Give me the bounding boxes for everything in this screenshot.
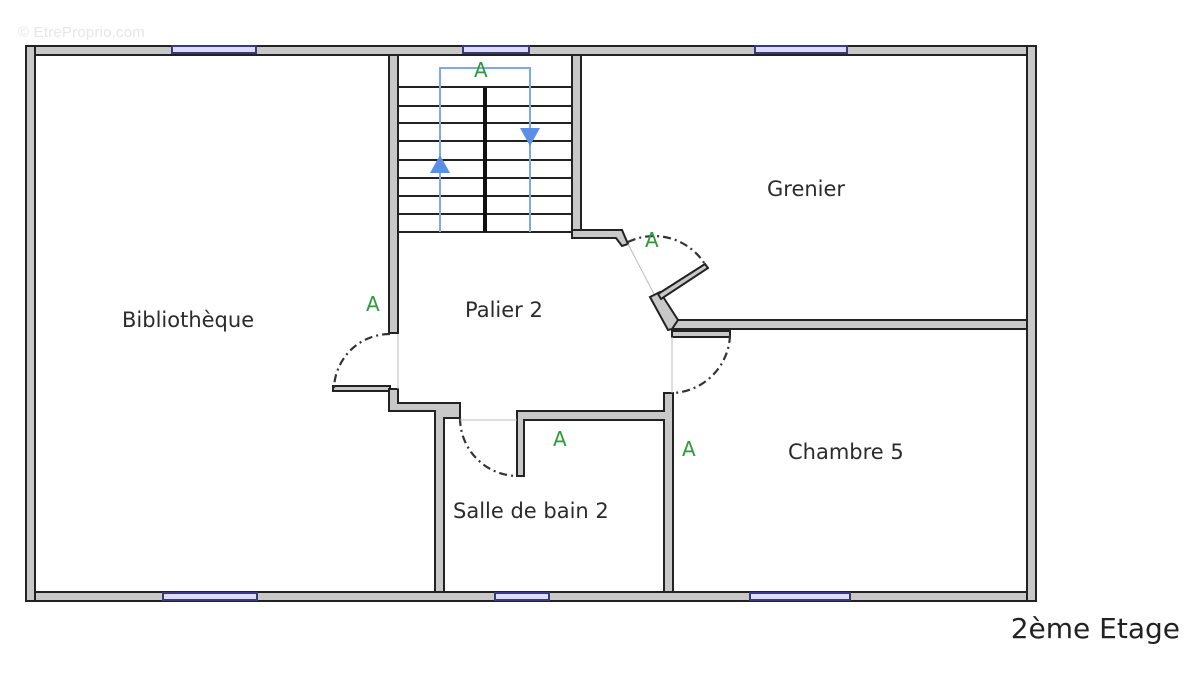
door-mark-chambre: A [682, 437, 696, 461]
floor-title: 2ème Etage [1010, 612, 1180, 645]
room-label-bibliotheque: Bibliothèque [122, 308, 255, 332]
door-mark-salle-de-bain: A [553, 427, 567, 451]
room-label-palier: Palier 2 [465, 298, 543, 322]
staircase [398, 67, 572, 233]
room-label-grenier: Grenier [767, 177, 846, 201]
door-mark-bibliotheque: A [366, 292, 380, 316]
door-swings [332, 234, 732, 478]
interior-walls [332, 54, 1028, 593]
room-label-chambre: Chambre 5 [788, 440, 904, 464]
stair-down-arrow [520, 128, 540, 146]
watermark: © EtreProprio.com [18, 24, 145, 41]
door-mark-grenier: A [645, 228, 659, 252]
windows [162, 45, 851, 601]
stair-up-arrow [430, 155, 450, 173]
room-label-salle-de-bain: Salle de bain 2 [453, 499, 609, 523]
door-mark-stairs: A [474, 58, 488, 82]
